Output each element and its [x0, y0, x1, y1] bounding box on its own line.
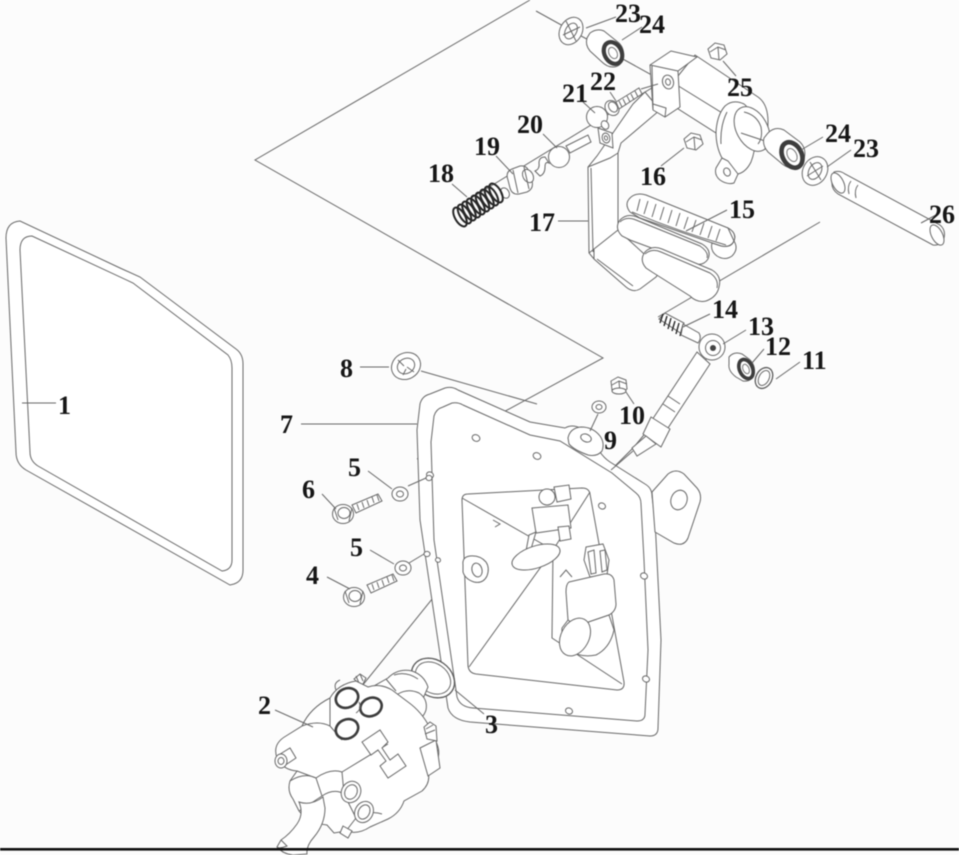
svg-text:1: 1 [58, 391, 71, 420]
svg-text:25: 25 [727, 73, 753, 102]
svg-text:2: 2 [258, 691, 271, 720]
svg-text:3: 3 [485, 710, 498, 739]
svg-text:8: 8 [340, 354, 353, 383]
svg-text:10: 10 [619, 401, 645, 430]
svg-text:26: 26 [929, 200, 955, 229]
svg-text:7: 7 [280, 410, 293, 439]
svg-text:20: 20 [517, 110, 543, 139]
svg-text:15: 15 [729, 195, 755, 224]
svg-text:14: 14 [712, 295, 738, 324]
svg-text:9: 9 [604, 426, 617, 455]
svg-text:4: 4 [306, 561, 319, 590]
svg-text:19: 19 [474, 132, 500, 161]
svg-text:5: 5 [348, 453, 361, 482]
svg-text:24: 24 [825, 119, 851, 148]
svg-text:5: 5 [350, 533, 363, 562]
svg-text:12: 12 [765, 332, 791, 361]
svg-text:13: 13 [748, 312, 774, 341]
svg-text:11: 11 [802, 346, 827, 375]
svg-text:16: 16 [640, 162, 666, 191]
svg-text:23: 23 [853, 134, 879, 163]
svg-text:24: 24 [639, 10, 665, 39]
svg-text:6: 6 [302, 475, 315, 504]
svg-text:17: 17 [529, 208, 555, 237]
svg-text:23: 23 [615, 0, 641, 28]
svg-text:18: 18 [428, 159, 454, 188]
svg-text:21: 21 [562, 79, 588, 108]
svg-text:22: 22 [590, 67, 616, 96]
